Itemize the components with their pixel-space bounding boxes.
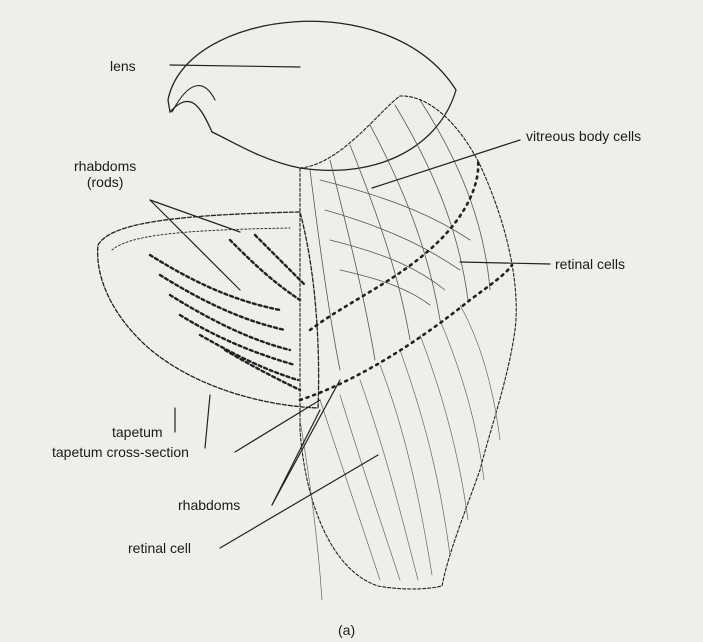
leader-lines (150, 65, 550, 548)
label-retinal-cells: retinal cells (555, 256, 625, 272)
leader-vitreous (372, 140, 520, 188)
leader-rhabdoms-rods-a (150, 200, 240, 232)
retina-band (310, 160, 478, 330)
tapetum-inner-edge (112, 228, 290, 250)
label-tapetum-cross-section: tapetum cross-section (52, 444, 189, 460)
vitreous-fibres (310, 100, 490, 370)
lens-inner-line (172, 86, 215, 112)
lens-outline (168, 21, 456, 170)
rhabdom-rows (150, 235, 305, 390)
leader-lens (170, 65, 300, 67)
leader-tapetum-cross-a (205, 395, 210, 448)
figure-caption: (a) (338, 622, 355, 638)
label-vitreous-body-cells: vitreous body cells (526, 128, 641, 144)
label-rhabdoms-rods-line1: rhabdoms (74, 158, 136, 174)
leader-tapetum-cross-b (235, 400, 320, 452)
leader-retinal-cell (220, 455, 378, 548)
label-rhabdoms: rhabdoms (178, 497, 240, 513)
label-rhabdoms-rods: rhabdoms (rods) (74, 158, 136, 190)
label-tapetum: tapetum (112, 424, 163, 440)
label-lens: lens (110, 58, 136, 74)
retina-band-lower (300, 265, 512, 400)
label-retinal-cell: retinal cell (128, 540, 191, 556)
leader-retinal-cells (460, 262, 550, 264)
tapetum-outline (98, 212, 319, 408)
label-rhabdoms-rods-line2: (rods) (74, 174, 136, 190)
